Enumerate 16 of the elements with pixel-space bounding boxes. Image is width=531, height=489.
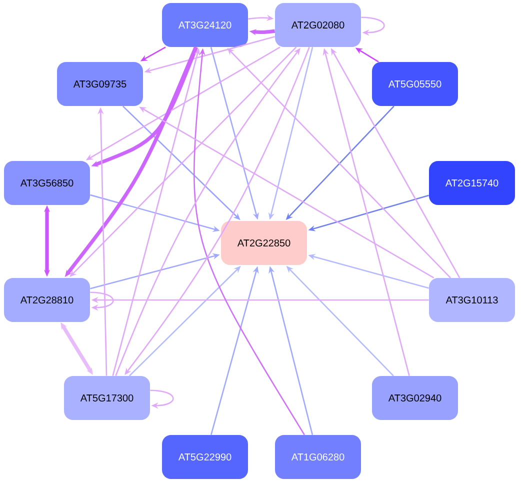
gene-box: AT3G02940 [372, 376, 458, 420]
gene-box: AT5G17300 [64, 376, 150, 420]
gene-box: AT3G24120 [162, 3, 248, 47]
arrow [90, 292, 114, 311]
gene-box: AT2G22850 [221, 221, 307, 265]
gene-box: AT5G05550 [372, 62, 458, 106]
arrow [361, 16, 385, 36]
gene-box: AT3G10113 [429, 278, 515, 322]
gene-box: AT2G28810 [4, 278, 90, 322]
gene-box: AT2G15740 [429, 161, 515, 205]
gene-box: AT5G22990 [162, 435, 248, 479]
gene-box: AT3G56850 [4, 161, 90, 205]
gene-box: AT3G09735 [57, 62, 143, 106]
gene-box: AT2G02080 [275, 3, 361, 47]
gene-box: AT1G06280 [275, 435, 361, 479]
arrow [150, 390, 174, 409]
